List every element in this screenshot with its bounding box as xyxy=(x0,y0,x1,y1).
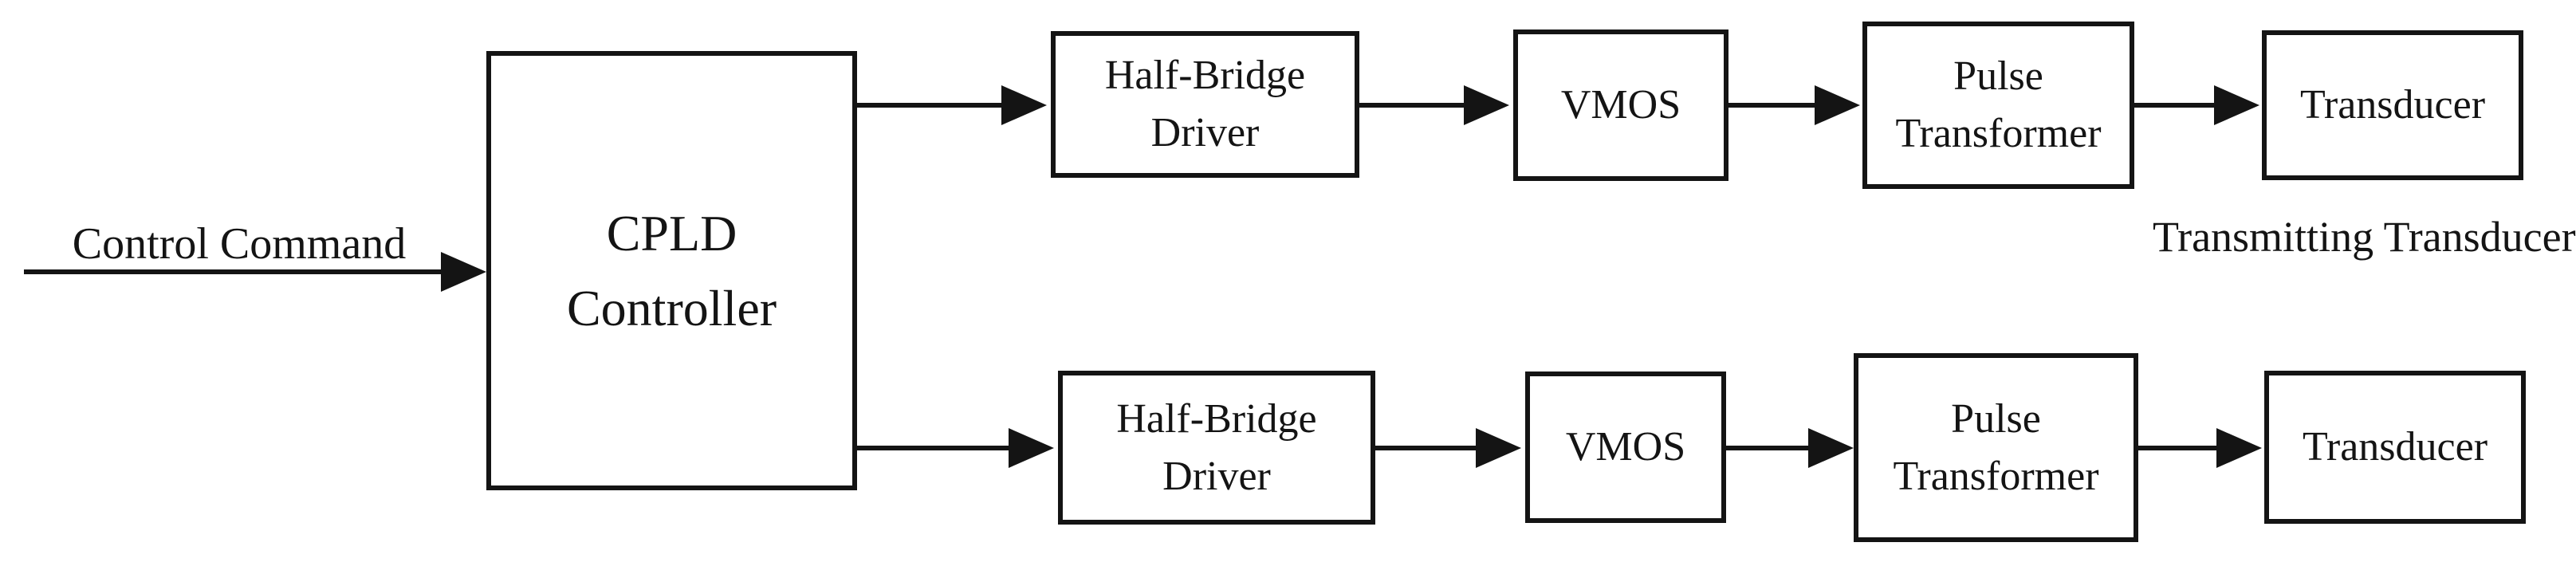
cpld-controller-box: CPLD Controller xyxy=(486,51,857,490)
arrow-half-bridge-to-vmos-top-head xyxy=(1464,85,1509,125)
transducer-box-top: Transducer xyxy=(2262,30,2523,180)
transmitting-transducer-array-label-line1: Transmitting xyxy=(2153,213,2374,261)
arrow-vmos-to-pulse-transformer-top-line xyxy=(1728,103,1816,108)
arrow-pulse-transformer-to-transducer-top-head xyxy=(2214,85,2259,125)
cpld-controller-label-line1: CPLD xyxy=(606,204,737,261)
half-bridge-driver-box-top: Half-Bridge Driver xyxy=(1051,31,1359,178)
arrow-half-bridge-to-vmos-bottom-line xyxy=(1375,446,1477,450)
transducer-box-bottom: Transducer xyxy=(2264,371,2526,524)
arrow-cpld-to-half-bridge-top-line xyxy=(855,103,1003,108)
transmitting-transducer-array-label: Transmitting Transducer Array xyxy=(2153,209,2576,265)
arrow-cpld-to-half-bridge-top-head xyxy=(1001,85,1047,125)
transmitting-transducer-array-label-line2: Transducer Array xyxy=(2383,213,2576,261)
arrow-vmos-to-pulse-transformer-top-head xyxy=(1815,85,1860,125)
half-bridge-driver-top-label-line2: Driver xyxy=(1150,110,1260,155)
control-command-arrow-line xyxy=(24,269,445,274)
transducer-bottom-label: Transducer xyxy=(2302,424,2488,470)
pulse-transformer-top-label-line1: Pulse xyxy=(1953,53,2043,99)
control-command-label: Control Command xyxy=(72,219,407,269)
pulse-transformer-box-bottom: Pulse Transformer xyxy=(1854,353,2138,542)
half-bridge-driver-box-bottom: Half-Bridge Driver xyxy=(1058,371,1375,525)
vmos-box-bottom: VMOS xyxy=(1525,371,1726,523)
vmos-bottom-label: VMOS xyxy=(1565,424,1686,470)
pulse-transformer-bottom-label-line1: Pulse xyxy=(1951,395,2041,442)
control-command-arrow-head xyxy=(441,252,486,292)
arrow-half-bridge-to-vmos-top-line xyxy=(1359,103,1465,108)
pulse-transformer-top-label-line2: Transformer xyxy=(1895,111,2102,156)
half-bridge-driver-bottom-label-line2: Driver xyxy=(1162,453,1271,499)
transducer-top-label: Transducer xyxy=(2299,82,2486,128)
pulse-transformer-box-top: Pulse Transformer xyxy=(1862,22,2134,189)
pulse-transformer-bottom-label-line2: Transformer xyxy=(1893,453,2099,499)
arrow-pulse-transformer-to-transducer-bottom-line xyxy=(2138,446,2218,450)
arrow-vmos-to-pulse-transformer-bottom-head xyxy=(1808,428,1854,468)
arrow-half-bridge-to-vmos-bottom-head xyxy=(1476,428,1521,468)
vmos-top-label: VMOS xyxy=(1560,82,1681,128)
arrow-pulse-transformer-to-transducer-bottom-head xyxy=(2216,428,2262,468)
arrow-cpld-to-half-bridge-bottom-line xyxy=(855,446,1012,450)
arrow-cpld-to-half-bridge-bottom-head xyxy=(1009,428,1054,468)
cpld-controller-label-line2: Controller xyxy=(566,279,777,336)
vmos-box-top: VMOS xyxy=(1513,29,1728,181)
half-bridge-driver-top-label-line1: Half-Bridge xyxy=(1104,53,1306,98)
arrow-pulse-transformer-to-transducer-top-line xyxy=(2134,103,2216,108)
half-bridge-driver-bottom-label-line1: Half-Bridge xyxy=(1116,395,1317,442)
arrow-vmos-to-pulse-transformer-bottom-line xyxy=(1726,446,1810,450)
